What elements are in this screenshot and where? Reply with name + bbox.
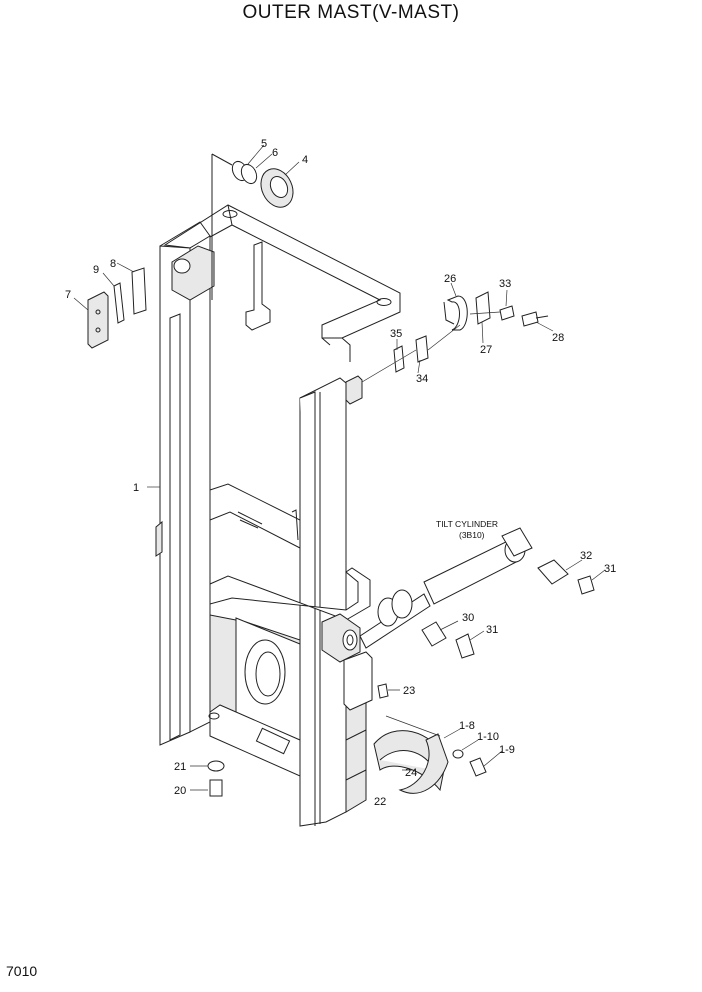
callout-7: 7: [65, 289, 71, 301]
tilt-cylinder-ref: (3B10): [459, 530, 485, 540]
callout-32: 32: [580, 550, 592, 562]
callout-20: 20: [174, 785, 186, 797]
callout-1-10: 1-10: [477, 731, 499, 743]
leader-lines: [73, 144, 606, 791]
callout-33: 33: [499, 278, 511, 290]
callout-1-9: 1-9: [499, 744, 515, 756]
callout-31a: 31: [604, 563, 616, 575]
callout-6: 6: [272, 147, 278, 159]
callout-31b: 31: [486, 624, 498, 636]
callout-28: 28: [552, 332, 564, 344]
bracket-hardware-group: [361, 291, 549, 383]
callout-8: 8: [110, 258, 116, 270]
callout-26: 26: [444, 273, 456, 285]
callout-1-8: 1-8: [459, 720, 475, 732]
callout-30: 30: [462, 612, 474, 624]
callout-5: 5: [261, 138, 267, 150]
tilt-cylinder-label: TILT CYLINDER: [436, 519, 498, 529]
tilt-cylinder: [359, 527, 595, 659]
callout-34: 34: [416, 373, 428, 385]
callout-24: 24: [405, 767, 417, 779]
side-shim-group: [87, 267, 147, 349]
lower-cap-group: [207, 683, 487, 797]
outer-mast-frame: [155, 204, 401, 827]
callout-4: 4: [302, 154, 308, 166]
callout-22: 22: [374, 796, 386, 808]
callout-1: 1: [133, 482, 139, 494]
callout-9: 9: [93, 264, 99, 276]
roller-bearing-group: [211, 153, 294, 300]
callout-23: 23: [403, 685, 415, 697]
callout-35: 35: [390, 328, 402, 340]
callout-21: 21: [174, 761, 186, 773]
page-title: OUTER MAST(V-MAST): [242, 2, 460, 23]
callout-27: 27: [480, 344, 492, 356]
page-number: 7010: [6, 963, 38, 979]
callout-labels: 1 4 5 6 7 8 9 35 34 26 27 33 28 32 31 30…: [65, 138, 616, 808]
